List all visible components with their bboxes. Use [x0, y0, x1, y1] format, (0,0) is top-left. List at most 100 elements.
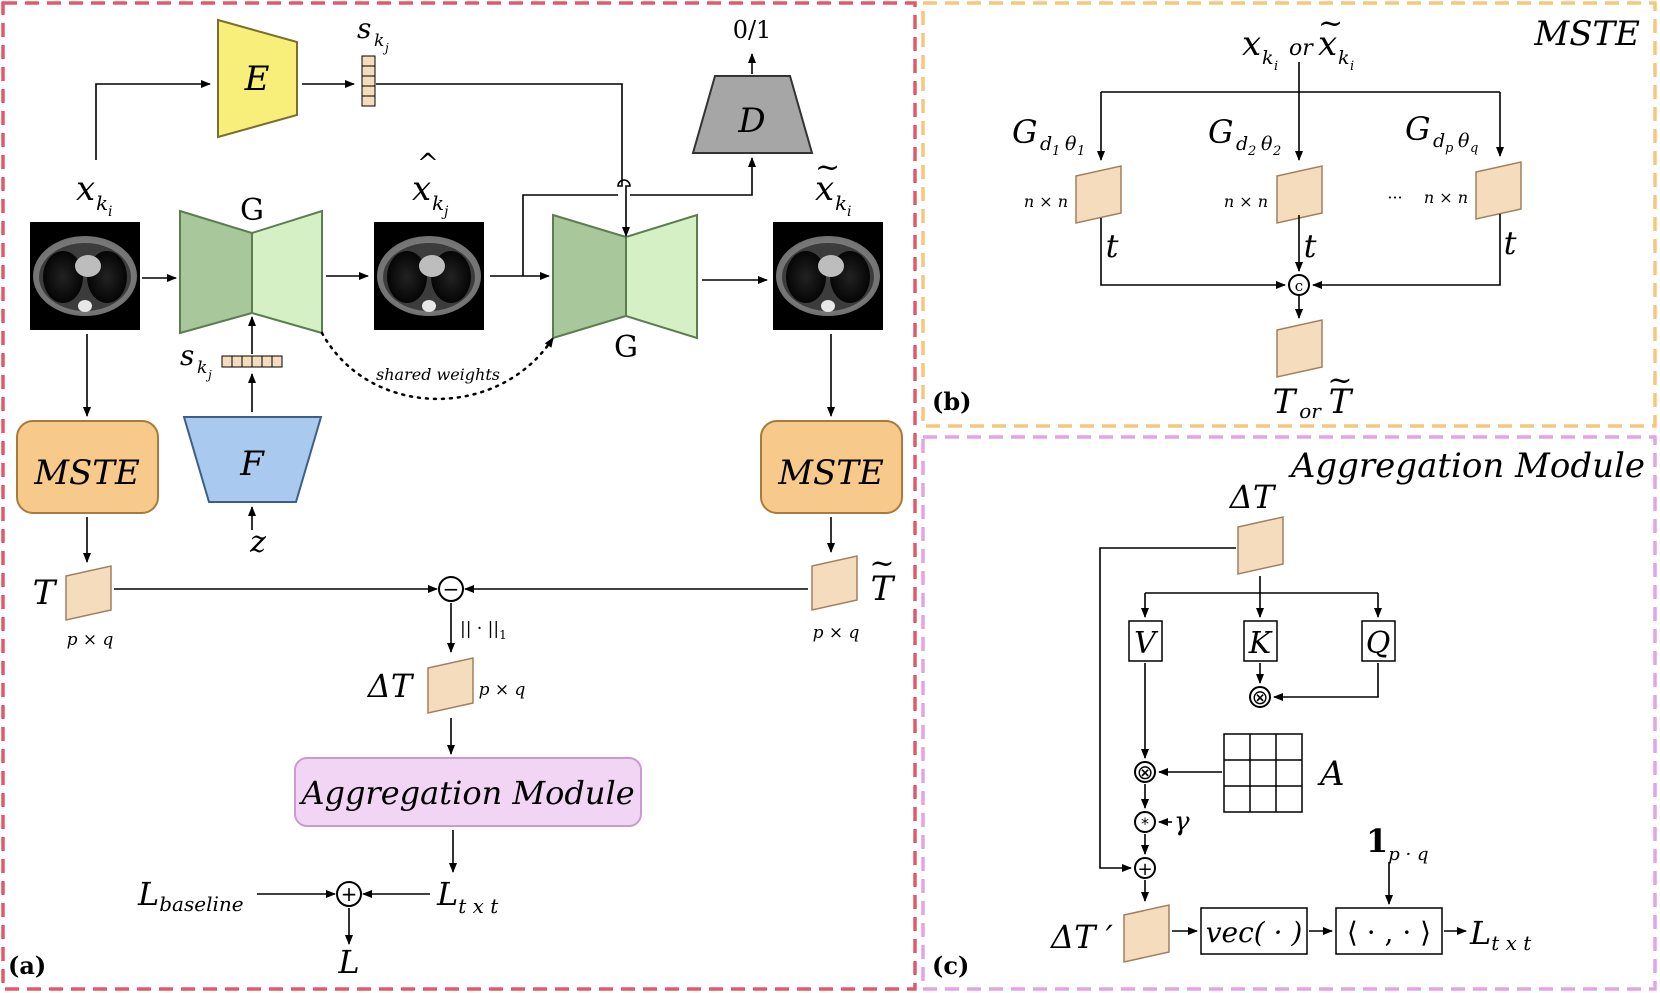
- loss-baseline: Lbaseline: [137, 875, 244, 916]
- svg-text:k: k: [432, 191, 444, 215]
- svg-text:i: i: [1350, 59, 1354, 74]
- svg-text:s: s: [180, 339, 194, 372]
- svg-text:k: k: [197, 358, 207, 378]
- vec-label: vec( · ): [1206, 916, 1303, 949]
- shared-weights-curve: [320, 331, 555, 401]
- mste-left-box: [16, 420, 159, 514]
- texture-right-label: T: [871, 569, 896, 609]
- svg-text:θ: θ: [1261, 133, 1273, 155]
- aggregation-label: Aggregation Module: [298, 774, 634, 812]
- panel-b-title: MSTE: [1533, 14, 1640, 54]
- vec-box: [1200, 907, 1308, 955]
- svg-text:k: k: [1338, 47, 1350, 69]
- va-multiply-symbol: ⊗: [1137, 760, 1154, 784]
- filter-dim-2: n × n: [1224, 192, 1268, 211]
- delta-texture: [427, 657, 474, 714]
- panel-a: x k i ^ x k j ~ x k i E s k j: [16, 12, 903, 981]
- svg-text:s: s: [357, 12, 371, 45]
- panel-b-border: [921, 1, 1657, 428]
- delta-texture-label: ΔT: [366, 667, 415, 705]
- svg-text:T: T: [1329, 382, 1354, 422]
- svg-text:d: d: [1236, 133, 1248, 155]
- discriminator-output: 0/1: [733, 16, 772, 44]
- gamma-label: γ: [1174, 807, 1190, 837]
- mste-output: [1276, 319, 1323, 378]
- svg-text:G: G: [1405, 110, 1431, 148]
- k-label: K: [1248, 626, 1273, 661]
- svg-text:q: q: [1470, 141, 1478, 156]
- mste-right-label: MSTE: [777, 453, 884, 493]
- generator-left-half: [179, 209, 253, 335]
- sum-node: [336, 881, 362, 907]
- encoder-label: E: [244, 59, 270, 99]
- mste-right-box: [760, 420, 903, 514]
- texture-left: [65, 565, 112, 621]
- norm-label: || · ||1: [460, 619, 507, 642]
- shared-weights-label: shared weights: [376, 365, 500, 384]
- svg-text:^: ^: [417, 149, 439, 179]
- svg-text:1: 1: [1052, 144, 1060, 159]
- gamma-scale-symbol: *: [1141, 814, 1149, 833]
- generator2-left-half: [552, 213, 627, 340]
- panel-a-arrows: [83, 53, 835, 945]
- mste-input-label: x k i or ~ x k i: [1242, 6, 1354, 74]
- panel-c-tag: (c): [932, 951, 969, 980]
- encoder-block: [217, 18, 298, 139]
- svg-text:x: x: [1242, 24, 1261, 64]
- texture-left-dim: p × q: [67, 630, 114, 650]
- ct-image-generated: [374, 222, 484, 330]
- panel-b-arrows: [1097, 62, 1504, 319]
- svg-text:θ: θ: [1458, 130, 1470, 152]
- va-multiply-node: [1134, 761, 1156, 783]
- noise-label: z: [249, 525, 266, 560]
- mapping-label: F: [239, 444, 265, 484]
- texture-right: [811, 555, 858, 611]
- panel-a-border: [1, 1, 917, 991]
- delta-prime-label: ΔT ′: [1049, 918, 1114, 956]
- texture-right-accent: ~: [869, 546, 894, 581]
- filter-ellipsis: ···: [1387, 188, 1402, 207]
- svg-text:x: x: [815, 169, 834, 209]
- mste-left-label: MSTE: [33, 453, 140, 493]
- filter-t-1: t: [1106, 227, 1119, 265]
- sum-symbol: +: [341, 882, 358, 906]
- svg-text:or: or: [1299, 399, 1322, 423]
- panel-c-border: [921, 435, 1657, 991]
- panel-b: x k i or ~ x k i G d 1 θ 1 G d 2 θ 2 G d…: [1012, 6, 1522, 423]
- generator2-right-half: [625, 213, 698, 340]
- filter-output-1: [1075, 165, 1122, 224]
- delta-prime-texture: [1123, 904, 1170, 963]
- filter-label-2: G d 2 θ 2: [1208, 113, 1281, 159]
- generator-right-half: [251, 209, 323, 335]
- inner-product-label: ⟨ · , · ⟩: [1347, 916, 1431, 949]
- gamma-scale-node: [1134, 811, 1156, 833]
- agg-loss-label: Lt x t: [1469, 914, 1532, 955]
- svg-text:2: 2: [1272, 144, 1281, 159]
- svg-text:i: i: [847, 204, 851, 220]
- svg-text:x: x: [412, 169, 431, 209]
- svg-text:~: ~: [1318, 6, 1343, 41]
- loss-txt: Lt x t: [436, 875, 499, 918]
- attention-label: A: [1317, 754, 1345, 794]
- concat-symbol: c: [1295, 277, 1303, 295]
- ct-image-input: [30, 222, 140, 330]
- svg-text:j: j: [205, 368, 212, 382]
- panel-c-arrows: [1099, 547, 1467, 935]
- agg-delta-texture: [1237, 516, 1284, 575]
- loss-total: L: [337, 943, 359, 981]
- residual-add-symbol: +: [1137, 859, 1152, 880]
- subtract-node: [438, 576, 464, 602]
- ct-image-reconstructed: [773, 222, 883, 330]
- generator-label-2: G: [614, 330, 638, 365]
- mapping-block: [182, 416, 323, 503]
- svg-text:j: j: [441, 204, 449, 220]
- svg-text:x: x: [76, 169, 95, 209]
- svg-text:1: 1: [1077, 144, 1085, 159]
- svg-text:i: i: [108, 204, 112, 220]
- panel-b-tag: (b): [932, 387, 972, 416]
- filter-t-2: t: [1304, 227, 1317, 265]
- texture-left-label: T: [33, 573, 58, 613]
- filter-label-3: G d p θ q: [1405, 110, 1478, 156]
- mste-output-label: T or ~ T: [1273, 363, 1354, 423]
